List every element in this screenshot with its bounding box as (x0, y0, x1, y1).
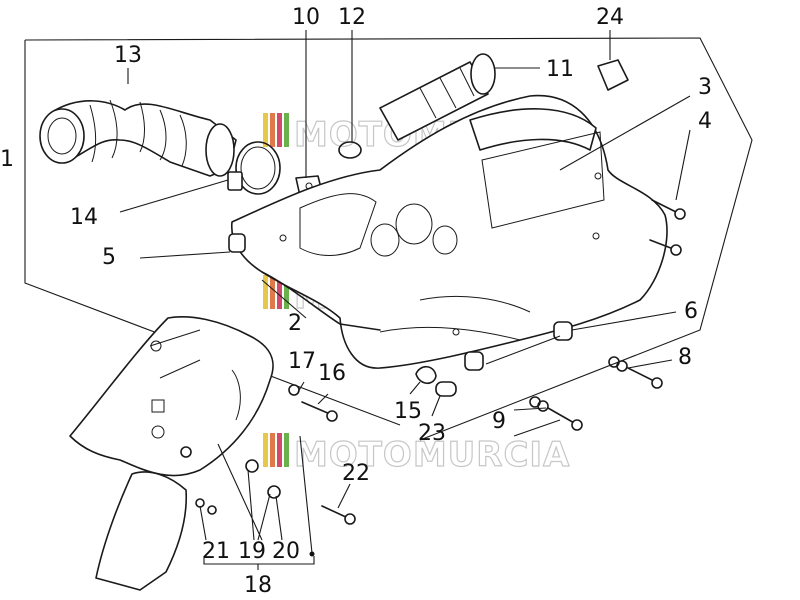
intake-snorkel (379, 53, 496, 141)
callout-18: 18 (244, 573, 272, 598)
callout-12: 12 (338, 5, 366, 30)
callout-13: 13 (114, 43, 142, 68)
mounting-bracket (69, 316, 274, 477)
callout-21: 21 (202, 539, 230, 564)
retaining-clip (597, 59, 629, 91)
callout-15: 15 (394, 399, 422, 424)
bolt-8 (608, 356, 663, 389)
ring-seal (338, 141, 362, 159)
callout-22: 22 (342, 461, 370, 486)
callout-17: 17 (288, 349, 316, 374)
callout-3: 3 (698, 75, 712, 100)
callout-labels: 1 13 10 12 11 24 3 4 14 5 2 6 8 9 15 23 … (0, 5, 712, 598)
callout-11: 11 (546, 57, 574, 82)
callout-10: 10 (292, 5, 320, 30)
callout-8: 8 (678, 345, 692, 370)
callout-6: 6 (684, 299, 698, 324)
leader-lines (119, 30, 691, 570)
callout-9: 9 (492, 409, 506, 434)
small-clamp (415, 365, 437, 385)
watermark-text: MOTOMURCIA (294, 435, 570, 475)
watermark-bottom: MOTOMURCIA (263, 433, 570, 476)
spacer-6 (553, 321, 573, 341)
intake-hose (39, 99, 237, 177)
callout-19: 19 (238, 539, 266, 564)
bolt-9 (529, 396, 583, 431)
callout-4: 4 (698, 109, 712, 134)
housing-gasket (261, 271, 381, 331)
mud-flap (95, 471, 188, 591)
callout-23: 23 (418, 421, 446, 446)
callout-24: 24 (596, 5, 624, 30)
callout-20: 20 (272, 539, 300, 564)
spacer-lower (464, 351, 484, 371)
assembly-boundary (24, 37, 753, 441)
grommet (228, 233, 246, 253)
air-filter-housing (230, 94, 668, 369)
housing-screws (649, 199, 686, 256)
callout-5: 5 (102, 245, 116, 270)
hose-clamp (227, 141, 281, 195)
drain-plug (435, 381, 457, 397)
callout-2: 2 (288, 311, 302, 336)
callout-1: 1 (0, 147, 14, 172)
lower-fasteners (180, 384, 356, 525)
callout-14: 14 (70, 205, 98, 230)
callout-16: 16 (318, 361, 346, 386)
